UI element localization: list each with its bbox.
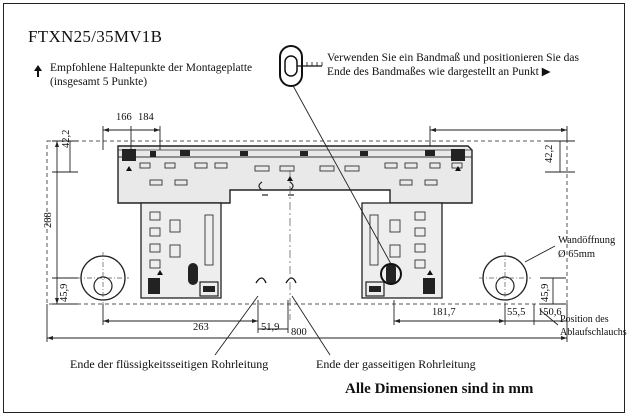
dim-800: 800 [291,327,307,338]
gas-pipe-marker [285,277,297,284]
dim-51: 51,9 [261,322,280,333]
up-arrow-icon [34,65,42,77]
dim-45-right: 45,9 [540,283,551,302]
dim-288: 288 [43,212,54,228]
mounting-plate [117,145,473,204]
tape-note-line2: Ende des Bandmaßes wie dargestellt an Pu… [327,66,551,78]
dim-45-left: 45,9 [59,283,70,302]
dim-263: 263 [193,322,209,333]
tape-measure-icon [279,45,323,87]
drain-label-line2: Ablaufschlauchs [560,327,627,338]
unit-outline [46,140,568,305]
support-note-line1: Empfohlene Haltepunkte der Montageplatte [50,62,253,74]
wall-hole-right [479,252,531,304]
dim-184: 184 [138,112,154,123]
dim-42-right: 42,2 [544,144,555,163]
diagram-title: FTXN25/35MV1B [28,27,163,46]
dim-150: 150,6 [538,307,562,318]
drawing-frame [3,3,625,413]
support-note-line2: (insgesamt 5 Punkte) [50,76,148,88]
liquid-pipe-marker [255,277,267,284]
wall-hole-label-line1: Wandöffnung [558,235,616,246]
liquid-pipe-label: Ende der flüssigkeitsseitigen Rohrleitun… [70,357,269,371]
dim-166: 166 [116,112,132,123]
wall-hole-left [77,252,129,304]
gas-pipe-label: Ende der gasseitigen Rohrleitung [316,357,476,371]
units-note: Alle Dimensionen sind in mm [345,381,534,397]
dim-181: 181,7 [432,307,456,318]
wall-hole-label-line2: Ø 65mm [558,249,596,260]
dim-42-left: 42,2 [61,129,72,148]
drain-label-line1: Position des [560,314,609,325]
tape-note-line1: Verwenden Sie ein Bandmaß und positionie… [327,52,579,64]
dim-55: 55,5 [507,307,526,318]
